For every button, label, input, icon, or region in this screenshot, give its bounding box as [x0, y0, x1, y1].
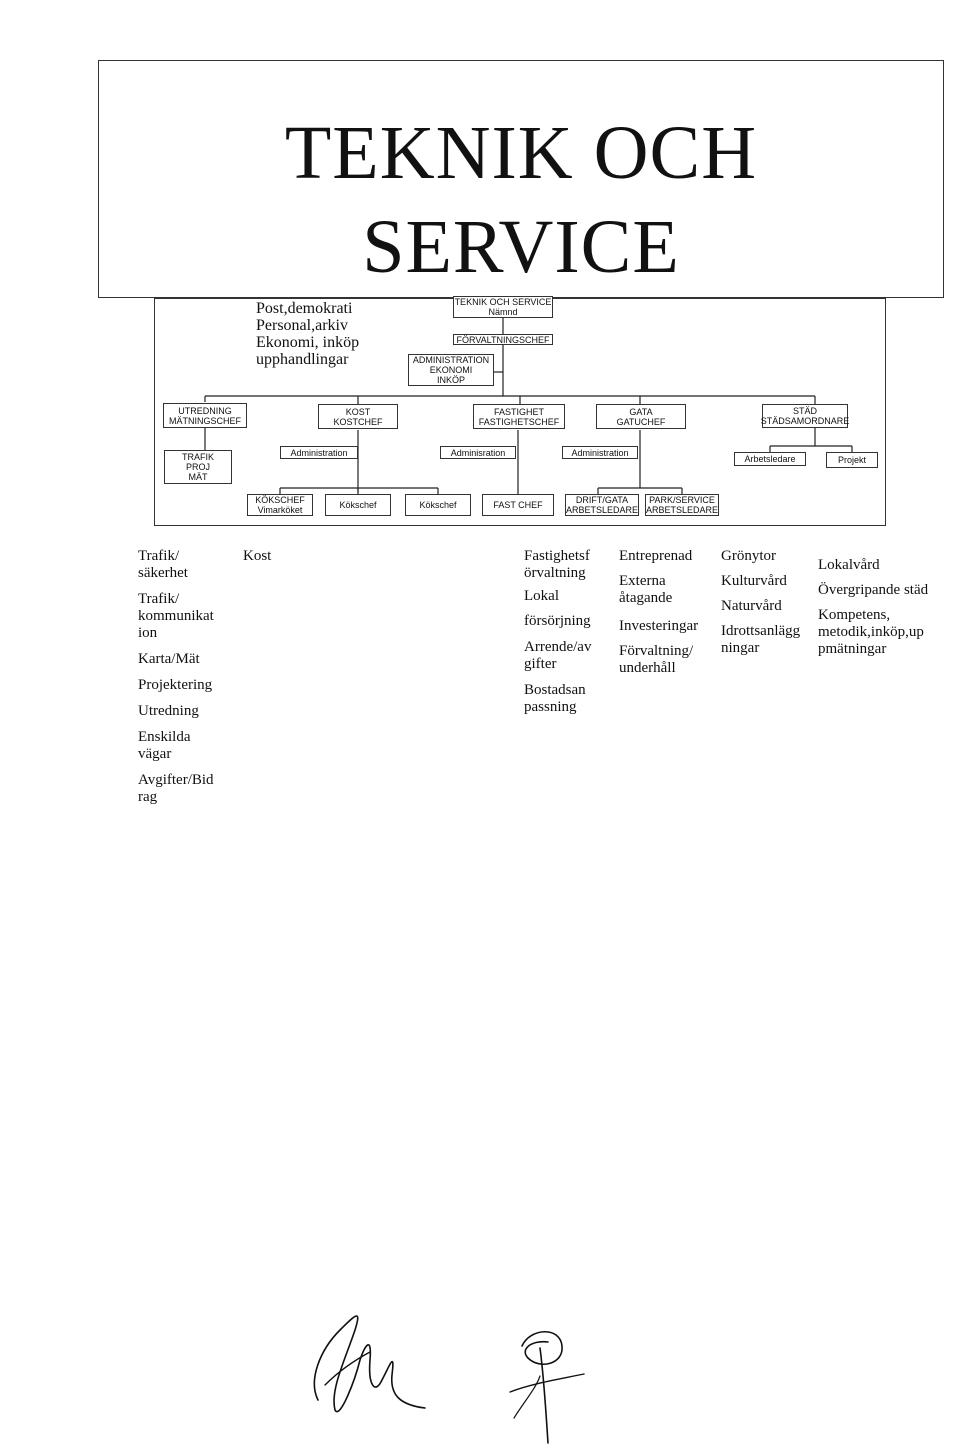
title-line-1: TEKNIK OCH [284, 111, 758, 195]
column-park: Grönytor Kulturvård Naturvård Idrottsanl… [721, 548, 801, 656]
column-kost: Kost [243, 548, 272, 564]
signature-1 [313, 1315, 426, 1413]
admin-note: Post,demokrati Personal,arkiv Ekonomi, i… [256, 300, 360, 368]
signature-2 [509, 1331, 585, 1444]
node-kokschef-2: Kökschef [325, 494, 391, 516]
node-gata-administration: Administration [562, 446, 638, 459]
node-kokschef-3: Kökschef [405, 494, 471, 516]
node-fast-chef: FAST CHEF [482, 494, 554, 516]
node-forvaltningschef: FÖRVALTNINGSCHEF [453, 334, 553, 345]
title-frame: TEKNIK OCH SERVICE [98, 60, 944, 298]
org-chart-connectors [204, 318, 853, 494]
column-fastighet: Fastighetsf örvaltning Lokal försörjning… [524, 548, 592, 715]
column-stad: Lokalvård Övergripande städ Kompetens, m… [818, 557, 929, 657]
column-gata: Entreprenad Externa åtagande Investering… [619, 548, 699, 676]
node-kost-administration: Administration [280, 446, 358, 459]
node-arbetsledare: Arbetsledare [734, 452, 806, 466]
node-fastighet-administration: Adminisration [440, 446, 516, 459]
title-line-2: SERVICE [362, 205, 680, 289]
node-projekt: Projekt [826, 452, 878, 468]
column-trafik: Trafik/ säkerhet Trafik/ kommunikat ion … [138, 548, 214, 805]
